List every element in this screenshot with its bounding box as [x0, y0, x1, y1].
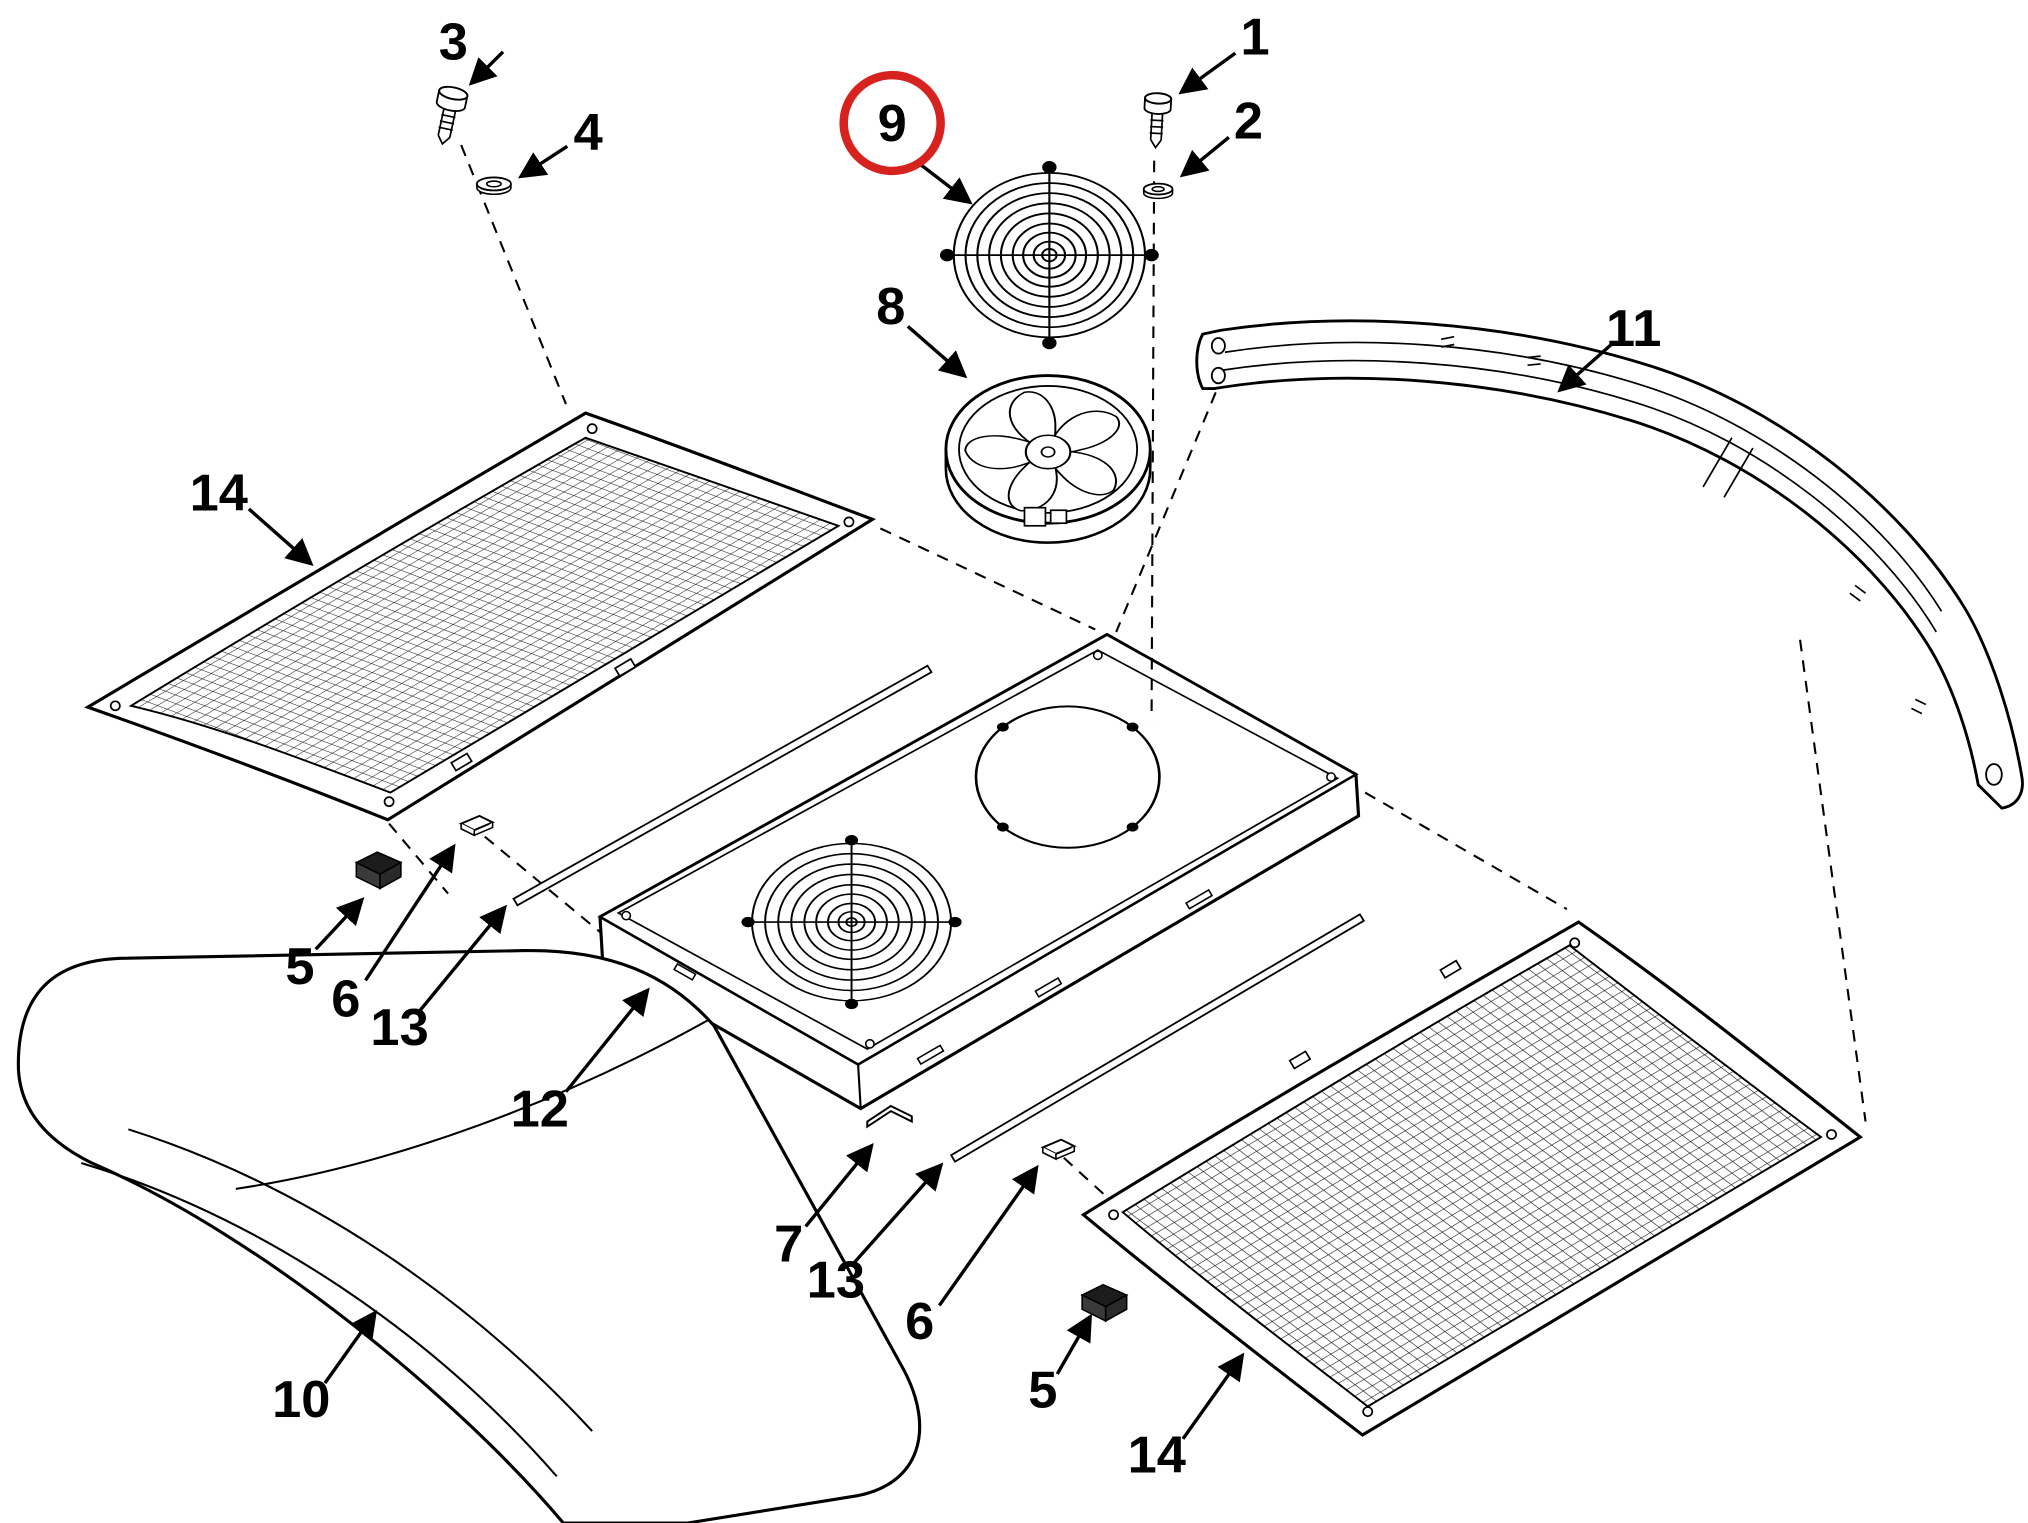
callout-label-6-l: 6: [331, 971, 360, 1029]
trim-strip-13-right: [949, 913, 1366, 1163]
mesh-panel-14-top-left: [84, 411, 877, 822]
tray-installed-fan-guard: [741, 835, 962, 1010]
fan-guard-9: [939, 161, 1159, 350]
callout-label-2: 2: [1234, 93, 1263, 151]
fan-blades: [964, 391, 1121, 512]
mounting-rail-11: [1195, 319, 2024, 810]
tray-fan-opening: [974, 705, 1161, 849]
callout-label-5-r: 5: [1028, 1362, 1057, 1420]
fan-assembly-8: [944, 374, 1152, 544]
dashed-drop-line: [1150, 160, 1156, 721]
washer-2: [1142, 182, 1174, 200]
callout-label-12: 12: [511, 1081, 569, 1139]
trim-strip-13-left: [512, 664, 933, 907]
callout-label-3: 3: [439, 14, 468, 72]
callout-label-10: 10: [272, 1371, 330, 1429]
callout-label-9: 9: [878, 95, 907, 153]
screw-3: [435, 85, 469, 146]
callout-label-5-l: 5: [285, 939, 314, 997]
foam-block-5-right: [1080, 1283, 1129, 1323]
callout-label-7: 7: [774, 1216, 803, 1274]
fan-tray-12: [597, 632, 1361, 1111]
callout-labels: 3 4 9 1 2 8 11 14 5 6 13 12 7 13 6 5 14 …: [190, 9, 1662, 1485]
foam-block-5-left: [354, 851, 403, 890]
callout-label-8: 8: [876, 278, 905, 336]
callout-label-14-tl: 14: [190, 465, 248, 523]
callout-label-6-r: 6: [905, 1293, 934, 1351]
callout-label-13-r: 13: [807, 1252, 865, 1310]
bracket-7: [866, 1104, 913, 1129]
screw-1: [1143, 92, 1173, 150]
callout-label-1: 1: [1240, 9, 1269, 67]
callout-label-14-br: 14: [1128, 1427, 1186, 1485]
callout-label-4: 4: [574, 104, 603, 162]
shroud-10: [16, 949, 922, 1523]
callout-label-13-l: 13: [370, 999, 428, 1057]
red-highlight-circle: [839, 70, 945, 176]
clip-6-right: [1040, 1138, 1077, 1161]
callout-arrows: [247, 50, 1614, 1440]
clip-6-left: [458, 814, 495, 837]
callout-label-11: 11: [1606, 300, 1661, 358]
washer-4: [475, 176, 512, 196]
mesh-panel-14-bottom-right: [1080, 920, 1864, 1437]
